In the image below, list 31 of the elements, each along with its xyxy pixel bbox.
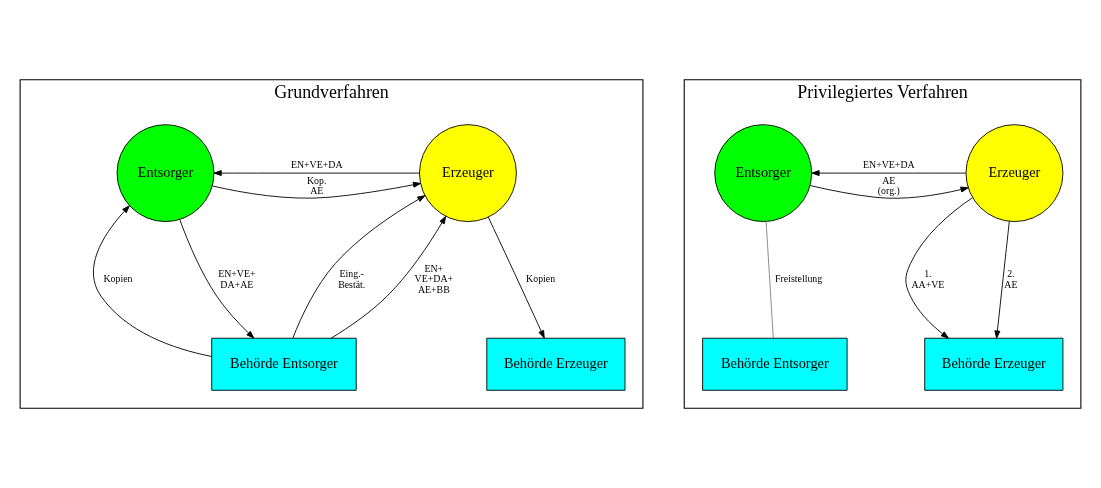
edge-label: 1. AA+VE: [911, 268, 945, 290]
arrow: [809, 185, 969, 199]
edge-label: Eing.- Bestät.: [338, 268, 366, 290]
arrow: [330, 215, 447, 339]
arrow: [211, 181, 421, 199]
arrow: [213, 170, 420, 177]
edge-label: AE (org.): [877, 174, 900, 197]
connector: [765, 221, 774, 339]
arrow: [93, 205, 212, 357]
node-circle: Entsorger: [116, 124, 215, 222]
edge-label: EN+VE+ DA+AE: [218, 268, 256, 290]
edge-label: EN+VE+DA: [863, 158, 915, 170]
arrow: [487, 216, 545, 339]
node-box: Behörde Entsorger: [211, 337, 357, 391]
edge-label: Kopien: [103, 273, 133, 285]
edge-label: Kop. AE: [306, 174, 327, 197]
arrow: [292, 195, 426, 339]
edge-label: EN+ VE+DA+ AE+BB: [414, 262, 454, 296]
arrow: [811, 170, 967, 177]
node-circle: Entsorger: [714, 124, 813, 222]
edge-label: EN+VE+DA: [290, 158, 343, 170]
arrow: [179, 219, 255, 339]
edge-label: Freistellung: [775, 273, 823, 285]
node-box: Behörde Erzeuger: [486, 337, 626, 391]
arrow: [905, 197, 973, 339]
edge-label: Kopien: [526, 273, 556, 285]
edge-label: 2. AE: [1004, 268, 1018, 290]
arrow: [994, 220, 1010, 339]
node-box: Behörde Entsorger: [702, 337, 848, 391]
node-box: Behörde Erzeuger: [924, 337, 1064, 391]
node-circle: Erzeuger: [965, 124, 1064, 222]
